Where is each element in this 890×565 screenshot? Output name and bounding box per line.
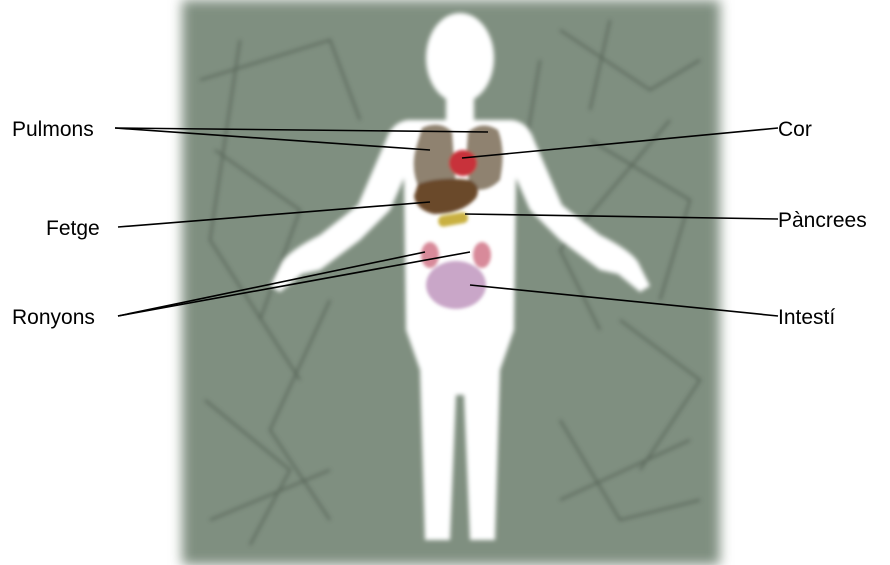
- label-ronyons: Ronyons: [12, 306, 95, 329]
- kidney-left: [421, 242, 439, 268]
- label-intesti: Intestí: [778, 306, 835, 329]
- label-pulmons: Pulmons: [12, 118, 94, 141]
- kidney-right: [473, 242, 491, 268]
- label-cor: Cor: [778, 118, 812, 141]
- heart: [449, 150, 477, 176]
- label-pancrees: Pàncrees: [778, 209, 867, 232]
- label-fetge: Fetge: [46, 217, 100, 240]
